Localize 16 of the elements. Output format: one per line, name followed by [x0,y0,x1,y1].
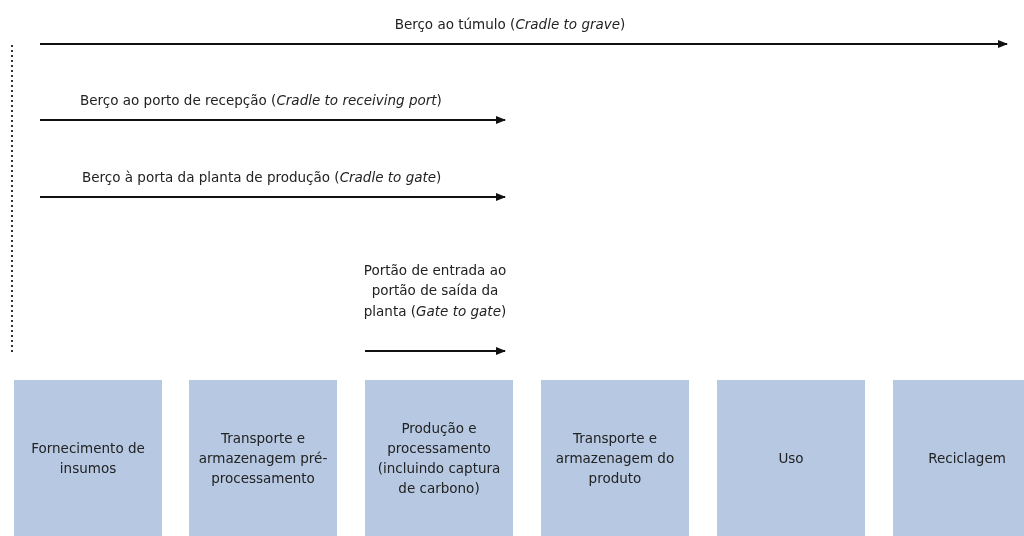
stage-label: Transporte e armazenagem do produto [554,428,676,489]
stage-box [893,380,1024,536]
stage-box [541,380,689,536]
stage-label: Reciclagem [927,448,1007,468]
stage-box [717,380,865,536]
stage-label: Fornecimento de insumos [30,438,146,478]
scope-label: Berço ao túmulo (Cradle to grave) [393,15,627,34]
stage-box [365,380,513,536]
stage-label: Transporte e armazenagem pré-processamento [197,428,329,489]
stage-label: Produção e processamento (incluindo captura de carbono) [376,418,502,499]
scope-label: Berço à porta da planta de produção (Cradle to gate) [82,168,443,187]
stage-box [189,380,337,536]
stage-box [14,380,162,536]
stage-label: Uso [777,448,805,468]
scope-label: Berço ao porto de recepção (Cradle to receiving port) [80,91,443,110]
scope-label: Portão de entrada ao portão de saída da planta (Gate to gate) [362,261,508,321]
